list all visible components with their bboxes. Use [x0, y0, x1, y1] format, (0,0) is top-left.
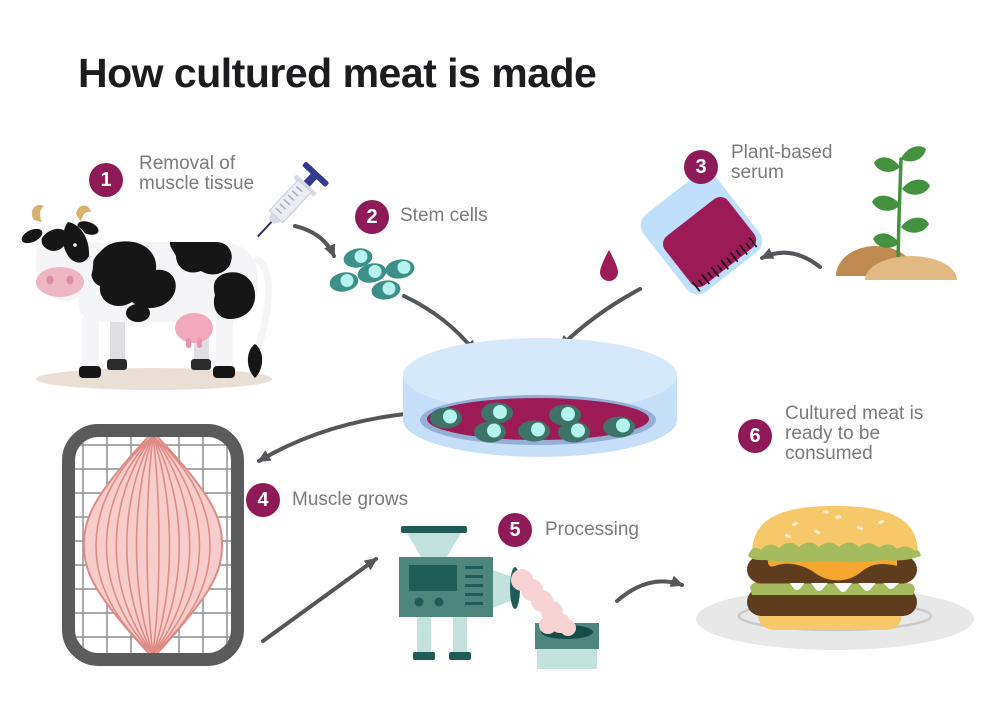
burger-illustration — [696, 506, 974, 650]
step-6-badge: 6 — [738, 419, 772, 453]
arrow-plant-to-beaker — [760, 247, 822, 269]
stem-cell — [385, 259, 415, 279]
cow-patch — [213, 272, 256, 320]
cow-tail-tuft — [247, 344, 263, 378]
step-2-label: Stem cells — [400, 205, 488, 226]
cow-front-leg — [82, 316, 99, 372]
cow-illustration — [21, 204, 273, 390]
arrow-scaffold-to-grinder — [261, 557, 378, 643]
ground-shadow — [36, 368, 272, 390]
step-5-label: Processing — [545, 519, 639, 540]
stem-cell — [371, 280, 401, 300]
cow-eye — [73, 243, 77, 247]
grinder-hopper — [407, 533, 461, 557]
cow-udder — [175, 313, 213, 343]
grinder-hopper-lid — [401, 526, 467, 533]
arrow-grinder-to-burger — [615, 575, 684, 603]
step-4-label: Muscle grows — [292, 489, 409, 510]
beaker-scale — [691, 237, 758, 292]
top-bun — [752, 506, 918, 555]
lettuce — [748, 542, 921, 563]
step-1-badge: 1 — [89, 163, 123, 197]
grinder-vents — [465, 566, 483, 605]
serum-drop-icon — [600, 250, 618, 281]
dish-top — [403, 338, 677, 412]
syringe-icon — [257, 162, 329, 238]
plant-illustration — [836, 146, 957, 280]
ground-meat — [511, 569, 576, 636]
collection-box-bottom — [537, 649, 597, 669]
stem-cell — [329, 272, 359, 292]
step-2-badge: 2 — [355, 200, 389, 234]
stem-cell — [357, 263, 387, 283]
stem-cell — [343, 248, 373, 268]
cow-patch — [126, 304, 150, 322]
cow-patch — [169, 242, 232, 275]
stem-cells-illustration — [329, 248, 415, 300]
beaker-liquid — [663, 196, 757, 288]
cow-rear-leg — [216, 316, 233, 372]
step-1-label: Removal of muscle tissue — [139, 153, 255, 195]
step-3-label: Plant-based serum — [731, 142, 833, 184]
cow-horn — [31, 204, 44, 222]
muscle-striations — [95, 437, 211, 653]
arrow-cow-to-cells — [293, 224, 336, 258]
grinder-knob — [414, 597, 424, 607]
step-3-badge: 3 — [684, 150, 718, 184]
meat-grinder-illustration — [399, 526, 599, 669]
step-4-badge: 4 — [246, 483, 280, 517]
cow-horn — [76, 205, 91, 222]
petri-dish-illustration — [403, 338, 677, 457]
plant-leaves — [872, 146, 930, 248]
grinder-knob — [434, 597, 444, 607]
grinder-nozzle — [493, 570, 513, 608]
grinder-screen — [409, 565, 457, 591]
grinder-leg — [453, 617, 467, 652]
step-5-badge: 5 — [498, 513, 532, 547]
step-6-label: Cultured meat is ready to be consumed — [785, 403, 924, 465]
grinder-leg — [417, 617, 431, 652]
sesame-seeds — [785, 510, 885, 538]
serum-beaker-illustration — [600, 171, 763, 295]
cow-head — [21, 204, 99, 302]
soil-mound — [865, 256, 957, 280]
cow-muzzle — [36, 267, 84, 297]
muscle-scaffold-illustration — [62, 424, 244, 666]
cultured-cells — [430, 402, 635, 443]
cow-patch — [91, 241, 176, 309]
page-title: How cultured meat is made — [78, 50, 597, 96]
